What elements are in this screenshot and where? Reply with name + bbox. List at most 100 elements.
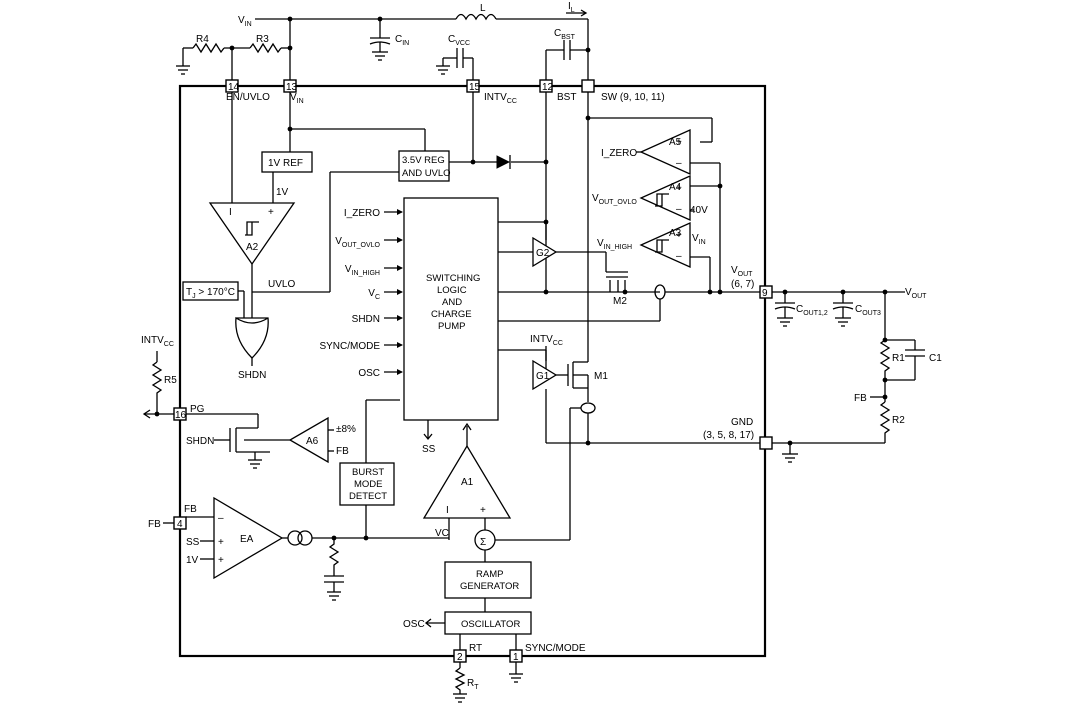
logic-line4: CHARGE [431,309,472,320]
pin-1-num: 1 [513,652,519,663]
a2-plus: + [268,207,274,218]
logic-line3: AND [442,297,462,308]
ea-1v-label: 1V [186,555,199,566]
logic-input-label: VIN_HIGH [345,264,380,277]
pin-12-num: 12 [542,82,554,93]
a4-comparator [639,174,691,222]
logic-input-label: OSC [358,368,380,379]
a1-minus: I [446,505,449,516]
il-arrow [566,9,588,17]
r3-label: R3 [256,34,269,45]
osc-label: OSCILLATOR [461,619,520,630]
g2-label: G2 [536,248,550,259]
fb-left-label: FB [148,519,161,530]
m2-transistor [606,276,660,295]
pin-15-label: INTVCC [484,92,517,105]
cbst-label: CBST [554,28,576,41]
logic-input-label: SHDN [352,314,380,325]
m1-label: M1 [594,371,608,382]
osc-out-label: OSC [403,619,425,630]
r5-pullup [142,351,174,419]
cvcc-label: CVCC [448,34,470,47]
svg-text:–: – [676,204,682,215]
ea-plus1: + [218,537,224,548]
a1-comparator [422,444,512,519]
ramp-generator-block [444,561,532,599]
g1-label: G1 [536,371,550,382]
ea-plus2: + [218,555,224,566]
pin-9-label: VOUT [731,265,753,278]
a3-hysteresis-icon [655,239,669,253]
a6-pct-label: ±8% [336,424,356,435]
cin-capacitor [369,19,391,61]
pin-14-num: 14 [228,82,240,93]
logic-output-wiring [498,221,660,376]
logic-input-label: VC [368,288,380,301]
a2-label: A2 [246,242,259,253]
il-label: IL [568,1,575,14]
uvlo-label: UVLO [268,279,295,290]
cvcc-capacitor [436,48,474,80]
logic-input-label: SYNC/MODE [319,341,380,352]
or-gate [235,316,269,359]
pin-12-label: BST [557,92,576,103]
vin-high-label: VIN_HIGH [597,238,632,251]
shdn-or-label: SHDN [238,370,266,381]
pin-14-label: EN/UVLO [226,92,270,103]
pin-13-label: VIN [290,92,304,105]
burst-line3: DETECT [349,491,387,502]
switching-logic-block [403,197,499,421]
logic-input-arrow [397,209,403,215]
vin-label: VIN [238,15,252,28]
logic-line5: PUMP [438,321,465,332]
burst-line2: MODE [354,479,383,490]
a6-label: A6 [306,436,319,447]
bootstrap-diode [496,155,511,169]
r2-label: R2 [892,415,905,426]
shdn-pg-label: SHDN [186,436,214,447]
pin-13-num: 13 [286,82,298,93]
ss-out-label: SS [422,444,436,455]
c1-label: C1 [929,353,942,364]
r4-r3-chain [176,19,293,80]
reg-block [398,150,450,182]
pin-gnd-label2: (3, 5, 8, 17) [703,430,754,441]
a1-plus: + [480,505,486,516]
burst-detect-block [339,462,395,506]
svg-text:+: + [676,137,682,148]
inductor-label: L [480,3,486,14]
ea-label: EA [240,534,254,545]
ea-minus: – [218,513,224,524]
svg-text:+: + [676,230,682,241]
logic-input-arrow [397,315,403,321]
pin-1-label: SYNC/MODE [525,643,586,654]
intvcc-left-label: INTVCC [141,335,174,348]
a4-label: A4 [669,182,682,193]
a3-label: A3 [669,228,682,239]
cin-label: CIN [395,34,409,47]
logic-input-label: I_ZERO [344,208,380,219]
logic-line1: SWITCHING [426,273,480,284]
gm-symbol-a [287,530,303,546]
vref-block [261,151,313,173]
svg-text:+: + [676,183,682,194]
svg-text:–: – [676,251,682,262]
pin-2-label: RT [469,643,482,654]
svg-text:–: – [676,158,682,169]
a2-hysteresis-icon [245,221,259,236]
vc-label: VC [435,528,449,539]
izero-out-label: I_ZERO [601,148,637,159]
sigma-label: Σ [480,537,486,548]
r5-label: R5 [164,375,177,386]
vout-label: VOUT [905,287,927,300]
gnd-network [772,440,885,463]
r4-label: R4 [196,34,209,45]
logic-input-arrow [397,289,403,295]
a5-comparator [639,128,691,176]
sync-ground [509,662,523,683]
a6-fb-label: FB [336,446,349,457]
burst-line1: BURST [352,467,384,478]
output-network [772,289,925,443]
vref-label: 1V REF [268,158,303,169]
